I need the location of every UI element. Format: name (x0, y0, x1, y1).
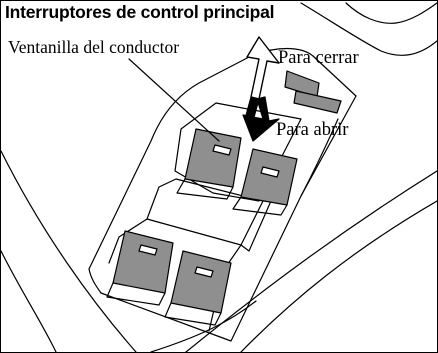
close-label: Para cerrar (278, 48, 359, 68)
driver-window-switch (176, 128, 242, 200)
lock-switch (284, 70, 342, 114)
passenger-window-switch (232, 148, 298, 216)
driver-leader-line (128, 58, 220, 142)
page-title: Interruptores de control principal (5, 2, 277, 22)
open-label: Para abrir (276, 120, 349, 140)
rear-right-window-switch (164, 250, 232, 326)
direction-arrow (242, 36, 280, 142)
driver-window-label: Ventanilla del conductor (8, 37, 180, 57)
rear-left-window-switch (106, 230, 174, 306)
